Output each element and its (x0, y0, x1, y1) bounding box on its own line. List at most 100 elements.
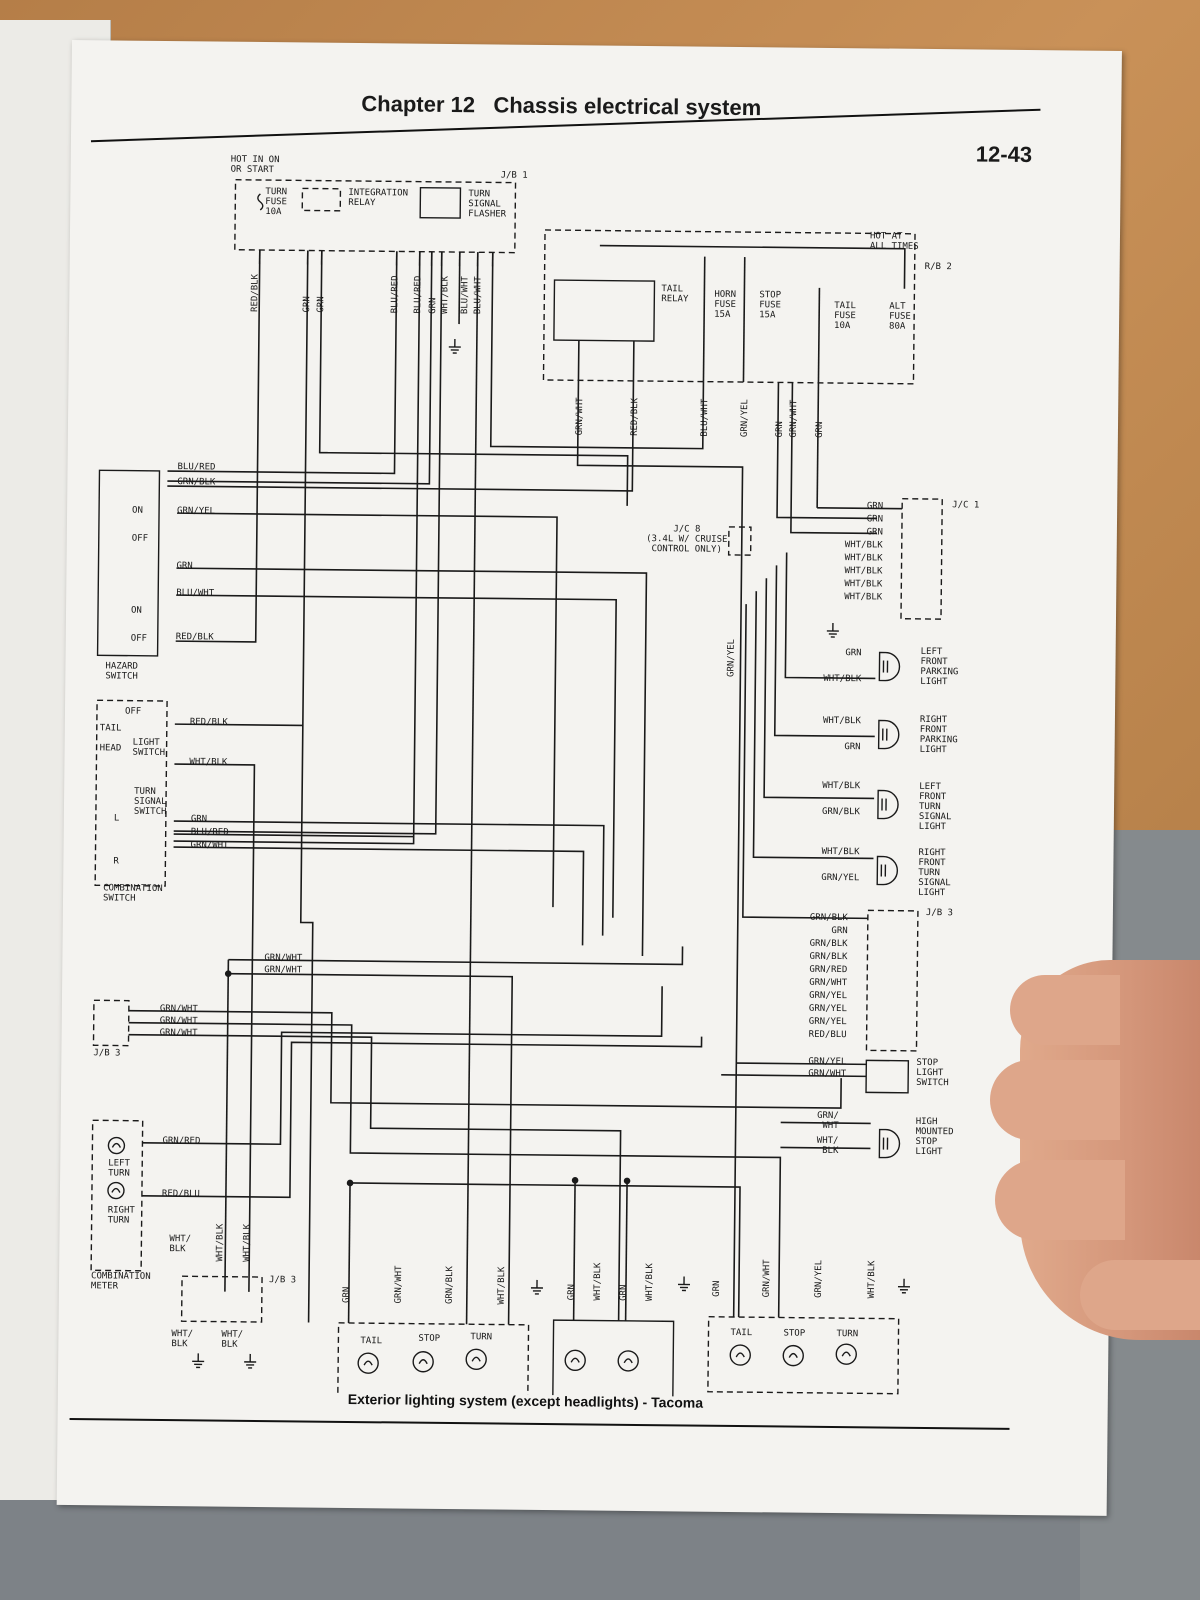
lamp-housing (877, 789, 899, 820)
hot-in-on-label: OR START (231, 165, 275, 175)
bulb-symbol (107, 1181, 125, 1200)
right-front-turn-label: LIGHT (918, 888, 946, 898)
tail-relay-label: RELAY (661, 294, 689, 304)
wire-blu-red (173, 251, 421, 845)
integration-relay-box (301, 187, 342, 212)
wire (141, 1036, 703, 1199)
license-plate-light-box (552, 1319, 675, 1401)
turn-label: TURN (470, 1332, 492, 1342)
wire-label: WHT/BLK (440, 275, 450, 314)
wire-label: WHT/BLK (845, 553, 884, 563)
chapter-number: Chapter 12 (361, 91, 476, 118)
wire-label: WHT/BLK (822, 847, 861, 857)
right-rear-lamp-box (707, 1316, 900, 1395)
jb3-bottom-box (180, 1275, 263, 1323)
right-front-turn-label: FRONT (918, 858, 946, 868)
bulb-filament (788, 1352, 798, 1358)
wire (128, 1033, 622, 1321)
wire (576, 340, 744, 1318)
jc1-label: J/C 1 (952, 500, 979, 510)
bulb-filament (735, 1352, 745, 1358)
wire-label: RED/BLK (630, 397, 640, 436)
lamp-filament (882, 660, 889, 673)
wire-label: GRN (619, 1285, 629, 1301)
wire (763, 578, 875, 800)
wire-label: WHT/BLK (845, 540, 884, 550)
wire (790, 382, 877, 535)
jb3-label: J/B 3 (269, 1275, 296, 1285)
left-front-parking-label: LEFT (921, 647, 943, 657)
wire-label: BLK (169, 1244, 186, 1254)
wire-label: WHT/ (169, 1234, 191, 1244)
ground-symbol (448, 339, 461, 354)
wire-blu-wht (465, 252, 479, 1325)
left-front-parking-label: PARKING (920, 667, 958, 677)
wire (776, 382, 878, 520)
jc8-label: (3.4L W/ CRUISE (646, 534, 727, 545)
wire (176, 594, 617, 918)
left-front-turn-label: LIGHT (919, 822, 947, 832)
tail-relay-label: TAIL (661, 284, 683, 294)
light-switch-label: SWITCH (132, 748, 165, 758)
wire-label: GRN (176, 561, 192, 571)
wire-label: GRN (845, 648, 861, 658)
turn-label: TURN (836, 1329, 858, 1339)
diagram-caption: Exterior lighting system (except headlig… (347, 1390, 704, 1411)
wire-label: BLU/RED (413, 276, 423, 314)
junction-dot (224, 970, 232, 977)
wire-label: GRN/BLK (810, 913, 849, 923)
combination-meter-label: COMBINATION (91, 1271, 151, 1282)
wire-label: GRN/YEL (809, 991, 847, 1001)
wire (572, 1180, 576, 1321)
wire-label: GRN (867, 501, 883, 511)
wire-label: GRN (191, 814, 207, 824)
wire-label: WHT/BLK (823, 716, 862, 726)
hot-at-label: HOT AT (870, 231, 903, 241)
wire-label: GRN/WHT (809, 978, 848, 988)
wire-label: GRN/WHT (191, 840, 230, 850)
left-front-turn-label: FRONT (919, 792, 947, 802)
ground-symbol (897, 1278, 910, 1294)
wire-label: GRN (316, 296, 326, 312)
wire-label: GRN/WHT (789, 399, 799, 438)
wire (228, 946, 684, 966)
finger (1080, 1260, 1200, 1330)
wire (350, 1182, 741, 1318)
wire-label: GRN (815, 422, 825, 438)
integration-relay-label: RELAY (348, 198, 376, 208)
wire-label: GRN/WHT (575, 397, 585, 436)
jc8-label: CONTROL ONLY) (651, 544, 722, 555)
wire (173, 820, 605, 936)
wire-label: BLK (171, 1339, 188, 1349)
hazard-switch-box (96, 469, 161, 657)
wire-label: GRN/ (817, 1111, 839, 1121)
wire-label: RED/BLK (190, 717, 229, 727)
wire-label: RED/BLK (176, 632, 215, 642)
wire-label: GRN/BLK (177, 477, 216, 487)
wire-label: GRN (831, 926, 847, 936)
wire-label: GRN (712, 1281, 722, 1297)
wire-wht-blk (458, 252, 461, 325)
wire-label: WHT/BLK (822, 781, 861, 791)
turn-signal-switch-label: SIGNAL (134, 797, 167, 807)
wire-label: BLU/WHT (460, 276, 470, 315)
wire (174, 723, 303, 727)
wire-label: WHT/ (221, 1330, 243, 1340)
wire (128, 1009, 842, 1109)
bulb-filament (570, 1357, 580, 1363)
jb1-box (234, 179, 517, 254)
wire (224, 959, 230, 1292)
horn-fuse-label: FUSE (714, 300, 736, 310)
ground-symbol (192, 1353, 205, 1369)
tail-relay-box (553, 279, 656, 342)
right-front-parking-label: RIGHT (920, 715, 948, 725)
right-front-parking-label: PARKING (920, 735, 958, 745)
jc8-box (727, 526, 752, 556)
tail-label: TAIL (100, 723, 122, 733)
on-label: ON (132, 506, 143, 516)
wire-label: GRN/WHT (160, 1028, 199, 1038)
combination-switch-label: SWITCH (103, 893, 136, 903)
wire-label: GRN (428, 297, 438, 313)
wire-label: GRN/BLK (810, 939, 849, 949)
